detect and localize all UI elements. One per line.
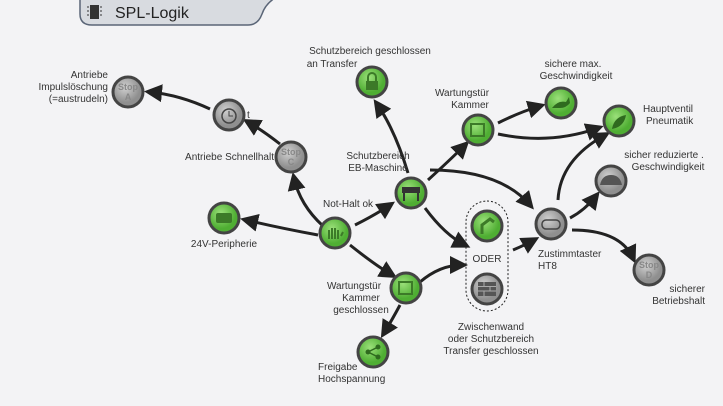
max-speed-label: sichere max.Geschwindigkeit [540,59,613,82]
node-reduced-speed[interactable] [594,164,628,198]
node-schutz-transfer[interactable] [355,65,389,99]
node-24v-periphery[interactable] [207,201,241,235]
header-tab: SPL-Logik [79,0,274,26]
node-wartung-geschlossen[interactable] [389,271,423,305]
stop-c-label: Antriebe Schnellhalt [185,152,274,163]
feather-icon [612,115,626,129]
rabbit-icon [552,97,570,108]
edges [144,84,637,339]
gamepad-icon [541,219,561,230]
chip-icon [87,5,102,19]
node-zustimmtaster[interactable] [534,207,568,241]
oder-group [465,200,509,312]
lock-icon [366,72,378,90]
periphery-label: 24V-Peripherie [191,239,258,250]
turtle-icon [600,175,622,185]
node-wartung-kammer[interactable] [461,113,495,147]
page-title: SPL-Logik [115,5,190,22]
robot-arm-icon [480,217,495,234]
node-eb-maschine[interactable] [394,176,428,210]
svg-text:C: C [288,157,295,167]
svg-text:Stop: Stop [118,82,138,92]
brick-wall-icon [478,282,496,296]
svg-text:A: A [125,92,132,102]
node-max-speed[interactable] [544,86,578,120]
engine-icon [216,213,232,223]
timer-label: t [247,110,250,121]
node-robot[interactable] [470,209,504,243]
barrier-icon [402,187,420,201]
hand-icon [328,228,344,239]
alarm-clock-icon [221,108,237,124]
oder-label: ODER [473,254,502,265]
share-icon [365,344,381,360]
node-timer[interactable] [212,98,246,132]
door-icon [398,281,413,295]
svg-text:Stop: Stop [639,260,659,270]
node-freigabe[interactable] [356,335,390,369]
node-hauptventil[interactable] [602,104,636,138]
reduced-speed-label: sicher reduzierte .Geschwindigkeit [624,150,704,173]
svg-text:Stop: Stop [281,147,301,157]
svg-text:D: D [646,270,653,280]
not-halt-label: Not-Halt ok [323,199,374,210]
door-icon [470,123,485,137]
node-zwischenwand[interactable] [470,272,504,306]
node-not-halt[interactable] [318,216,352,250]
